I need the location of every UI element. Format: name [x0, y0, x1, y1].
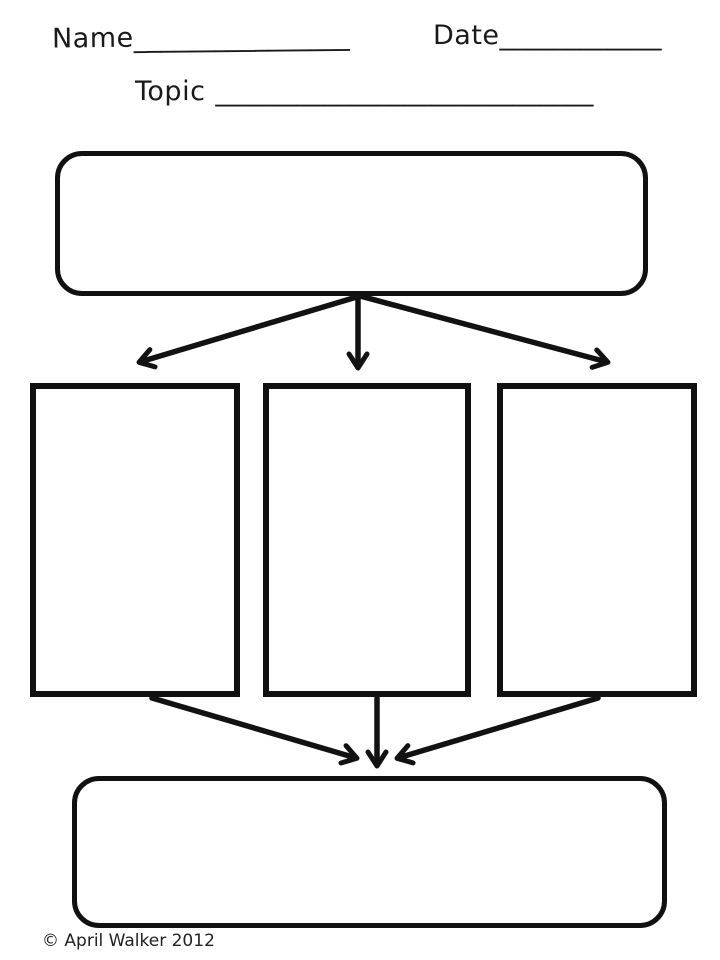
bottom-conclusion-box[interactable]	[72, 776, 667, 928]
topic-label: Topic	[135, 76, 206, 107]
date-row: Date____________	[433, 20, 662, 51]
detail-box-2[interactable]	[263, 383, 471, 697]
detail-box-3[interactable]	[497, 383, 697, 697]
arrow-top-to-right	[357, 293, 611, 370]
topic-row: Topic ____________________________	[135, 76, 593, 107]
arrow-left-to-bottom	[149, 695, 360, 766]
date-blank-line[interactable]: ____________	[499, 20, 662, 51]
arrow-top-to-left	[136, 293, 363, 370]
name-blank-line[interactable]: ________________	[133, 20, 350, 54]
topic-blank-line[interactable]: ____________________________	[215, 76, 594, 107]
top-main-idea-box[interactable]	[55, 151, 648, 296]
copyright-text: © April Walker 2012	[42, 931, 215, 951]
arrow-right-to-bottom	[394, 695, 601, 766]
name-label: Name	[51, 22, 134, 55]
name-row: Name________________	[52, 20, 350, 54]
detail-box-1[interactable]	[30, 383, 240, 697]
date-label: Date	[433, 20, 500, 51]
